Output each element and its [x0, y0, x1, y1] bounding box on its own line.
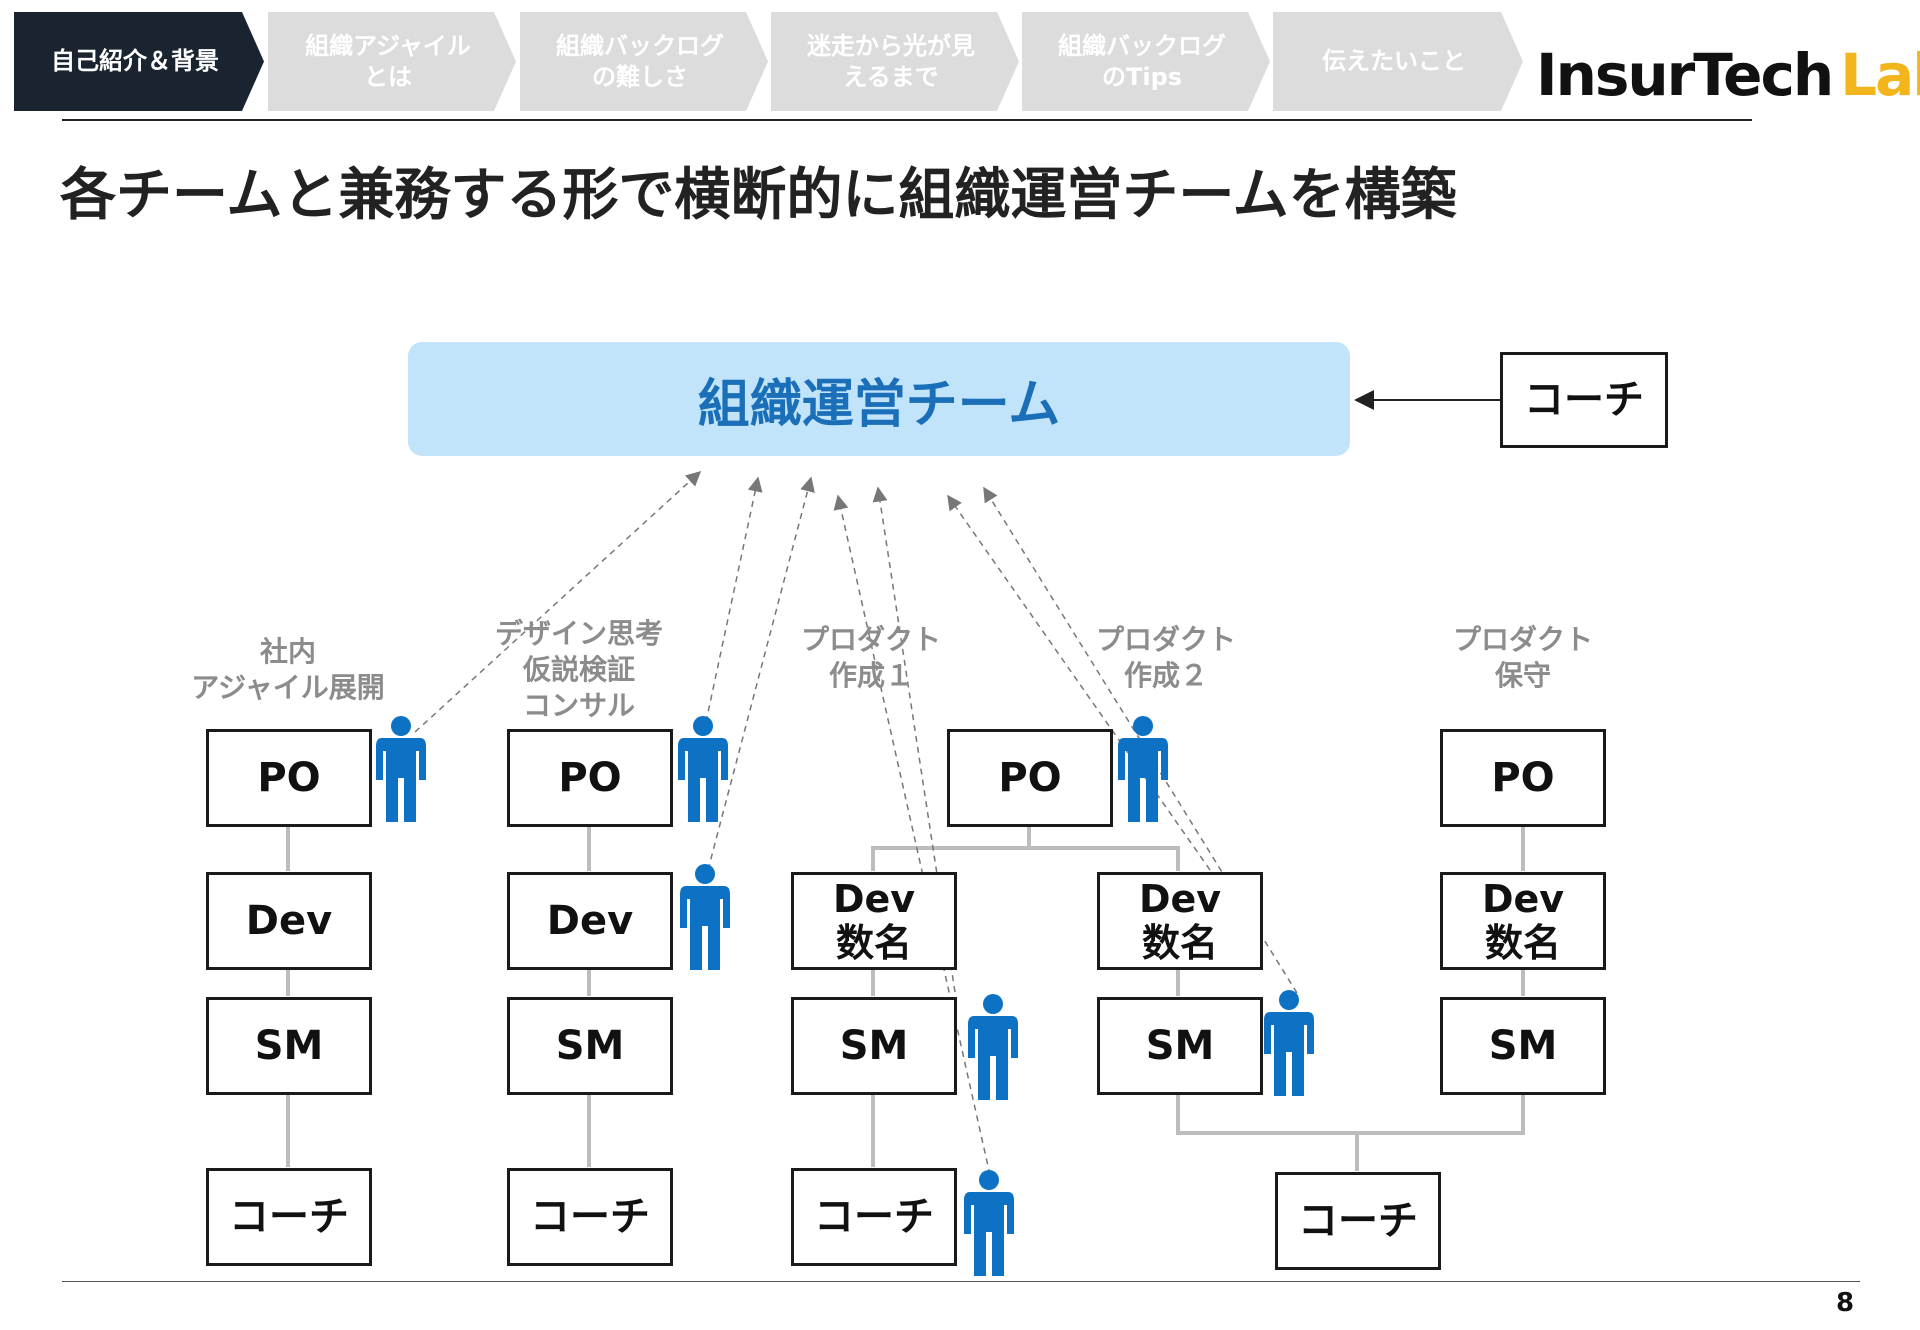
team-label-4: プロダクト 作成２	[1095, 623, 1236, 692]
footer-divider	[62, 1281, 1860, 1282]
page-title: 各チームと兼務する形で横断的に組織運営チームを構築	[60, 163, 1457, 228]
sm-box-5: SM	[1440, 997, 1606, 1095]
person-icon	[376, 716, 426, 822]
sm-box-4: SM	[1097, 997, 1263, 1095]
team-label-3: プロダクト 作成１	[800, 623, 941, 692]
team-label-1: 社内 アジャイル展開	[191, 635, 385, 704]
hierarchy-lines	[286, 825, 1525, 1171]
breadcrumb-step-5[interactable]: 組織バックログ のTips	[1022, 12, 1270, 111]
breadcrumb-step-1[interactable]: 自己紹介＆背景	[14, 12, 264, 111]
breadcrumb-step-label: 組織アジャイル とは	[305, 31, 471, 91]
breadcrumb-step-3[interactable]: 組織バックログ の難しさ	[520, 12, 768, 111]
person-icon	[968, 994, 1018, 1100]
header-divider	[62, 119, 1752, 121]
coach-box-3: コーチ	[791, 1168, 957, 1266]
coach-box-top: コーチ	[1500, 352, 1668, 448]
dev-box-4: Dev 数名	[1097, 872, 1263, 970]
person-icon	[1264, 990, 1314, 1096]
po-box-shared: PO	[947, 729, 1113, 827]
breadcrumb-step-label: 組織バックログ の難しさ	[556, 31, 724, 91]
company-logo: InsurTechLab.	[1536, 46, 1920, 104]
sm-box-2: SM	[507, 997, 673, 1095]
team-label-2: デザイン思考 仮説検証 コンサル	[494, 617, 663, 722]
dev-box-1: Dev	[206, 872, 372, 970]
breadcrumb-step-label: 伝えたいこと	[1322, 47, 1466, 75]
breadcrumb-step-2[interactable]: 組織アジャイル とは	[268, 12, 516, 111]
po-box-5: PO	[1440, 729, 1606, 827]
logo-part-2: Lab.	[1840, 41, 1920, 109]
dev-box-2: Dev	[507, 872, 673, 970]
dev-box-3: Dev 数名	[791, 872, 957, 970]
breadcrumb-step-6[interactable]: 伝えたいこと	[1273, 12, 1523, 111]
dev-box-5: Dev 数名	[1440, 872, 1606, 970]
breadcrumb-step-label: 自己紹介＆背景	[51, 47, 219, 75]
person-icon	[1118, 716, 1168, 822]
person-icon	[680, 864, 730, 970]
po-box-1: PO	[206, 729, 372, 827]
coach-box-1: コーチ	[206, 1168, 372, 1266]
coach-box-2: コーチ	[507, 1168, 673, 1266]
org-team-box: 組織運営チーム	[408, 342, 1350, 456]
coach-box-shared: コーチ	[1275, 1172, 1441, 1270]
page-number: 8	[1836, 1288, 1855, 1318]
team-label-5: プロダクト 保守	[1452, 623, 1593, 692]
person-icon	[678, 716, 728, 822]
sm-box-3: SM	[791, 997, 957, 1095]
breadcrumb-step-label: 組織バックログ のTips	[1058, 31, 1226, 91]
person-icon	[964, 1170, 1014, 1276]
po-box-2: PO	[507, 729, 673, 827]
breadcrumb-step-label: 迷走から光が見 えるまで	[807, 31, 975, 91]
logo-part-1: InsurTech	[1536, 41, 1834, 109]
sm-box-1: SM	[206, 997, 372, 1095]
breadcrumb-step-4[interactable]: 迷走から光が見 えるまで	[771, 12, 1019, 111]
